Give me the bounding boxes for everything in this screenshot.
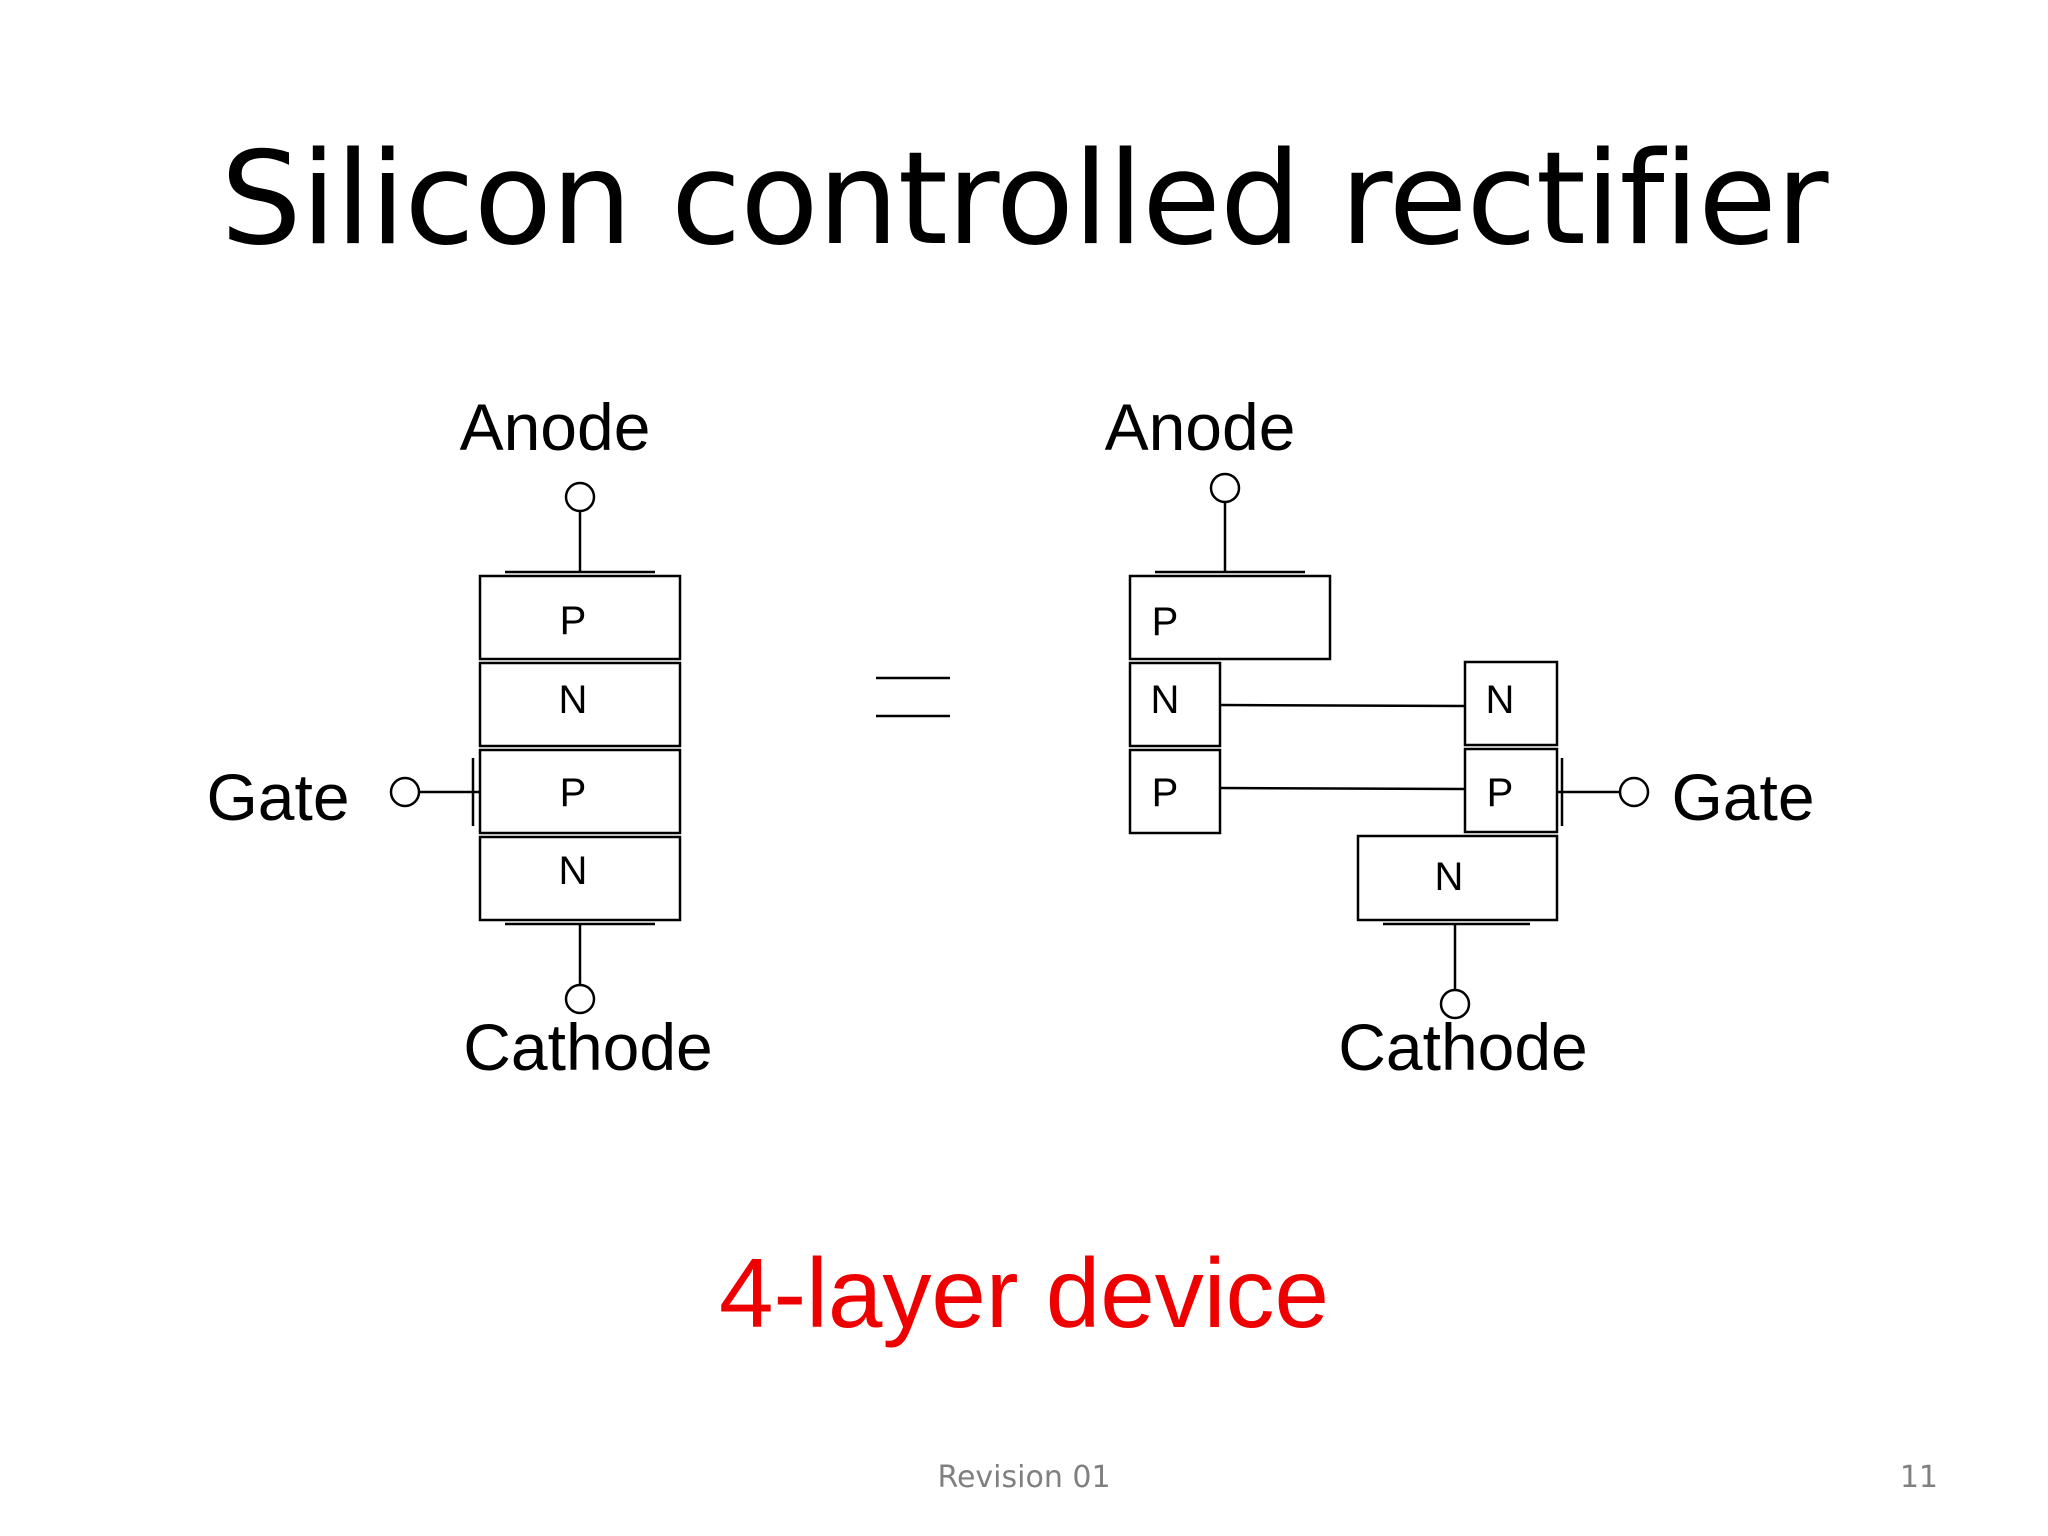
left-layer-n2-label: N — [559, 849, 588, 893]
right-n-interconnect — [1219, 703, 1466, 708]
right-gate-terminal — [1618, 776, 1650, 808]
left-cathode-label: Cathode — [463, 1010, 713, 1084]
right-npn-p — [1463, 747, 1559, 834]
slide-title: Silicon controlled rectifier — [220, 125, 1828, 274]
right-pnp-p2-label: P — [1152, 771, 1179, 815]
right-pnp-p-label: P — [1152, 600, 1179, 644]
right-npn-n — [1463, 660, 1559, 747]
right-npn-n2-label: N — [1435, 855, 1464, 899]
right-diagram: Anode P N P N P N Gate Cathode — [1105, 390, 1815, 1084]
left-layer-n1 — [478, 661, 682, 748]
left-diagram: Anode P N P N Gate Cathode — [206, 390, 712, 1084]
right-pnp-n-label: N — [1151, 678, 1180, 722]
left-gate-terminal — [389, 776, 421, 808]
right-gate-label: Gate — [1671, 760, 1814, 834]
right-npn-p-label: P — [1487, 771, 1514, 815]
right-npn-n2 — [1356, 834, 1559, 922]
left-layer-p1-label: P — [560, 599, 587, 643]
right-cathode-terminal — [1439, 988, 1471, 1020]
right-pnp-n — [1128, 661, 1222, 748]
left-layer-n1-label: N — [559, 678, 588, 722]
right-p-interconnect — [1219, 786, 1466, 791]
left-layer-p1 — [478, 574, 682, 661]
page-number: 11 — [1899, 1460, 1938, 1495]
slide-footer: Revision 01 — [937, 1460, 1111, 1495]
left-anode-terminal — [564, 481, 596, 513]
right-pnp-p — [1128, 574, 1332, 661]
right-anode-label: Anode — [1105, 390, 1296, 464]
slide-subtitle: 4-layer device — [718, 1238, 1330, 1348]
left-layer-p2-label: P — [560, 771, 587, 815]
left-gate-label: Gate — [206, 760, 349, 834]
left-anode-label: Anode — [460, 390, 651, 464]
right-anode-terminal — [1209, 472, 1241, 504]
right-cathode-label: Cathode — [1338, 1010, 1588, 1084]
left-layer-n2 — [478, 835, 682, 922]
equals-sign — [876, 676, 950, 718]
right-pnp-p2 — [1128, 748, 1222, 835]
left-cathode-terminal — [564, 983, 596, 1015]
right-npn-n-label: N — [1486, 678, 1515, 722]
